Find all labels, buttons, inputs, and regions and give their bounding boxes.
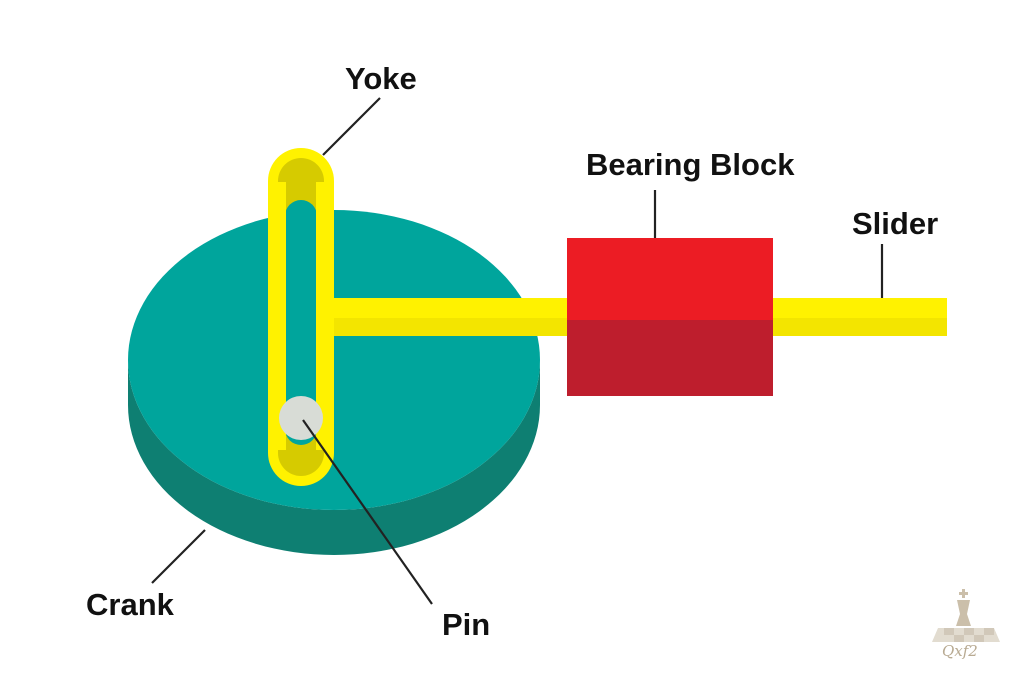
yoke-slot-wall-right [316,182,324,450]
crank-label: Crank [86,587,174,622]
watermark-text: Qxf2 [942,642,978,660]
pin-leader-line [302,419,433,605]
yoke-rod-shade [330,318,575,336]
bearing-block-label: Bearing Block [586,147,795,182]
slider-rod-shade [772,318,947,336]
crank-side [128,360,540,555]
bearing-block-top [567,238,773,320]
chess-king-icon [932,589,1000,642]
crank-leader-line [151,529,206,584]
yoke-leader-line [322,97,381,156]
yoke-label: Yoke [345,61,417,96]
yoke-slot-opening [285,200,317,445]
pin [279,396,323,440]
bearing-block [567,238,773,396]
slider-label: Slider [852,206,939,241]
pin-label: Pin [442,607,491,642]
yoke-slot [268,148,334,486]
yoke-slot-wall-left [278,182,286,450]
bearing-block-bottom [567,320,773,396]
